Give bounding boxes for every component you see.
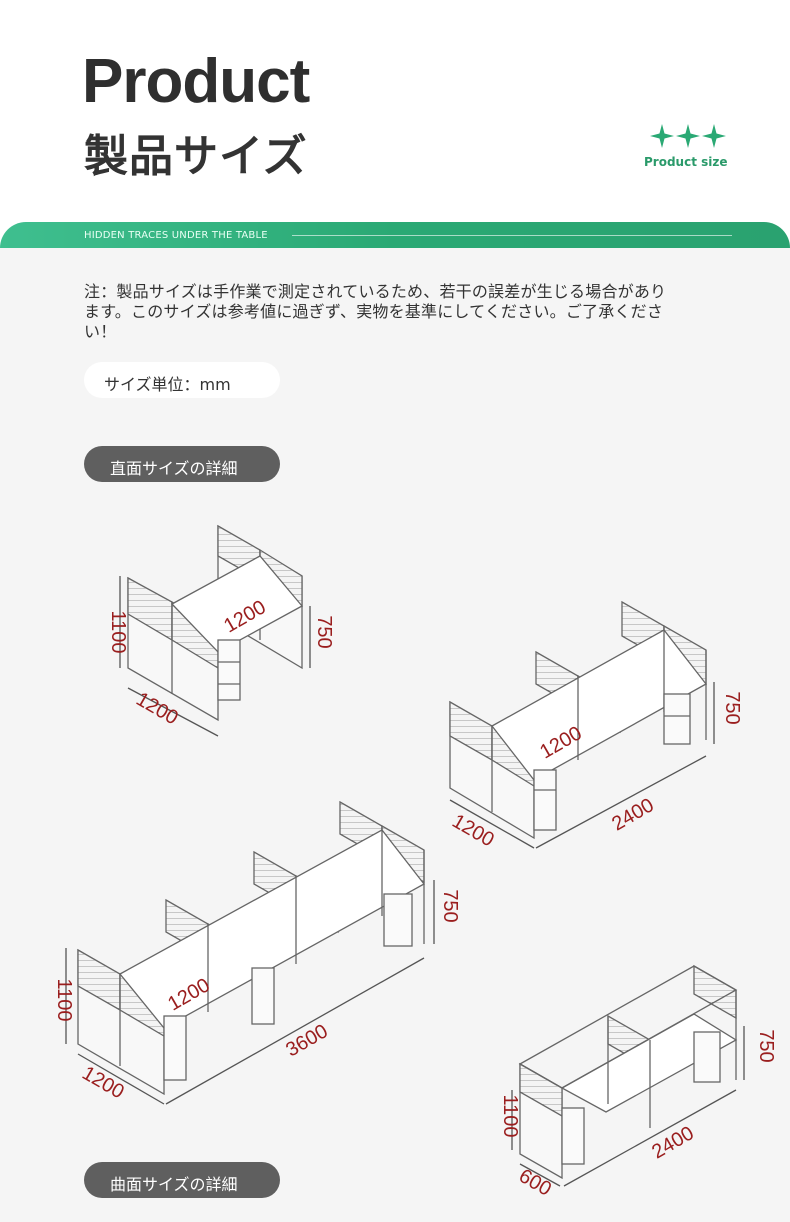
section-label-curved-text: 曲面サイズの詳細 <box>110 1175 238 1194</box>
dim-four-seat-desk-height: 750 <box>721 691 743 724</box>
dim-four-seat-depth: 1200 <box>448 810 498 851</box>
page-title-en: Product <box>82 47 310 116</box>
unit-badge: サイズ単位：mm <box>84 362 280 398</box>
dim-single-row-height: 1100 <box>499 1094 521 1137</box>
measurement-note: 注：製品サイズは手作業で測定されているため、若干の誤差が生じる場合があります。こ… <box>84 282 667 341</box>
sparkle-icon <box>650 124 726 148</box>
section-label-straight: 直面サイズの詳細 <box>84 446 280 482</box>
dim-four-seat-length: 2400 <box>608 794 658 835</box>
dim-six-seat-length: 3600 <box>282 1020 332 1061</box>
section-band: HIDDEN TRACES UNDER THE TABLE <box>0 222 790 248</box>
dim-two-seat-desk-height: 750 <box>313 615 335 648</box>
dim-six-seat-desk-height: 750 <box>439 889 461 922</box>
band-caption: HIDDEN TRACES UNDER THE TABLE <box>84 230 268 241</box>
unit-label: サイズ単位：mm <box>104 375 231 394</box>
dim-six-seat-height: 1100 <box>53 978 75 1021</box>
product-size-badge: Product size <box>644 155 728 169</box>
diagram-two-seat <box>119 524 311 737</box>
diagram-four-seat <box>449 600 715 849</box>
header: Product 製品サイズ Product size <box>0 0 790 222</box>
diagram-single-row <box>511 964 745 1187</box>
section-label-curved: 曲面サイズの詳細 <box>84 1162 280 1198</box>
dim-single-row-desk-height: 750 <box>755 1029 777 1062</box>
dim-two-seat-height: 1100 <box>107 610 129 653</box>
dim-single-row-length: 2400 <box>648 1122 698 1163</box>
page-title-ja: 製品サイズ <box>84 131 308 182</box>
section-label-straight-text: 直面サイズの詳細 <box>110 459 238 478</box>
diagram-six-seat <box>65 800 435 1105</box>
band-divider <box>292 235 732 236</box>
